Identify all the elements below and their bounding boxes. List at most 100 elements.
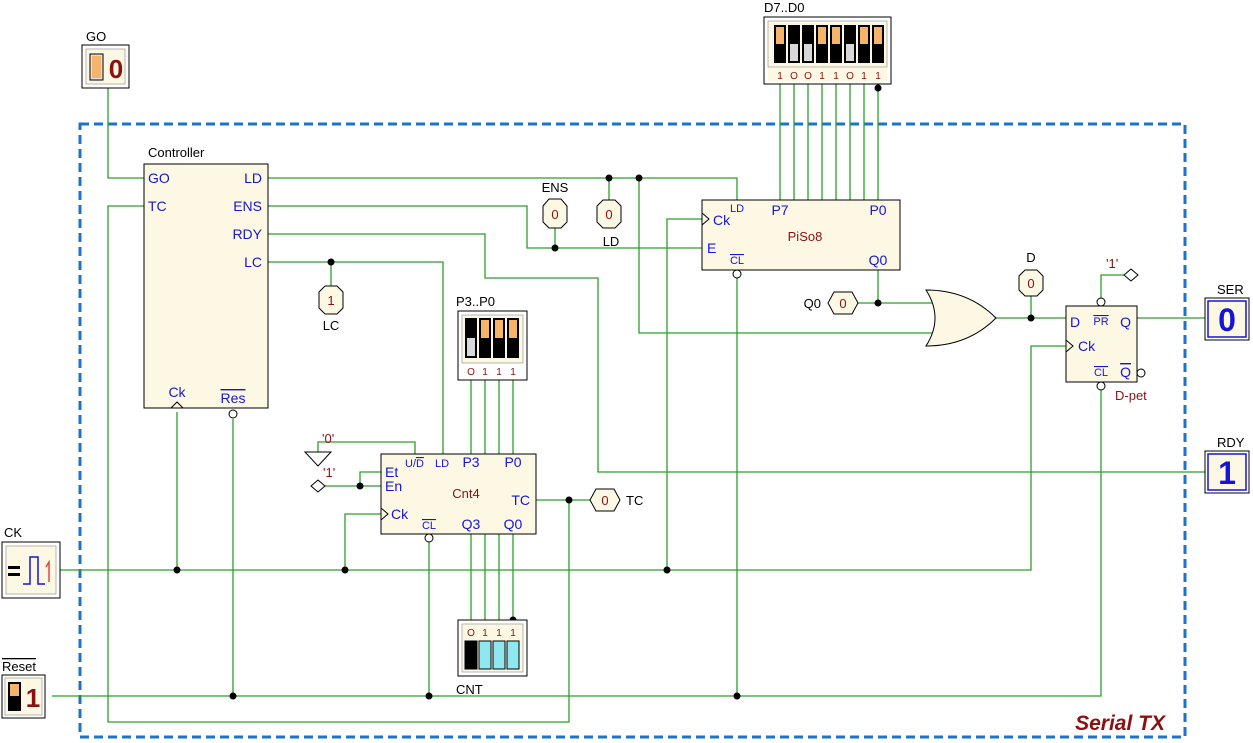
svg-text:0: 0 [1218, 302, 1236, 338]
dff-block: D PR Q Ck CL Q D-pet [1065, 297, 1147, 403]
cnt-pin-ck: Ck [391, 506, 409, 522]
cnt-pin-cl: CL [422, 520, 436, 532]
probe-ens[interactable]: ENS 0 [542, 180, 569, 229]
svg-text:CK: CK [4, 525, 22, 540]
dff-pin-pr: PR [1093, 316, 1108, 328]
svg-text:0: 0 [839, 296, 846, 311]
p3p0-key-0[interactable] [465, 318, 477, 358]
p3p0-key-1[interactable] [479, 318, 491, 358]
dff-qbar-bubble [1136, 368, 1146, 378]
piso-pin-ck: Ck [713, 212, 731, 228]
svg-text:RDY: RDY [1217, 435, 1245, 450]
cnt-pin-ld: LD [435, 458, 449, 470]
cnt-pin-q3: Q3 [462, 516, 481, 532]
cnt-led-1 [478, 640, 492, 670]
probe-d[interactable]: D 0 [1018, 250, 1044, 297]
frame-title: Serial TX [1075, 712, 1167, 735]
pin-tc: TC [148, 198, 167, 214]
cnt-pin-en: En [385, 478, 402, 494]
svg-text:P3..P0: P3..P0 [456, 294, 495, 309]
svg-text:TC: TC [626, 493, 643, 508]
p3p0-key-3[interactable] [507, 318, 519, 358]
svg-text:1: 1 [875, 71, 881, 82]
p3p0-key-2[interactable] [493, 318, 505, 358]
d7d0-key-1[interactable] [788, 25, 800, 63]
cnt-pin-q0: Q0 [504, 516, 523, 532]
svg-text:O: O [804, 71, 812, 82]
piso-pin-q0: Q0 [869, 252, 888, 268]
cnt-clear-bubble [424, 533, 434, 543]
cnt-led-3 [506, 640, 520, 670]
controller-reset-bubble [228, 409, 238, 419]
constant-one-preset: '1' [1106, 256, 1139, 282]
or-gate [925, 289, 997, 347]
svg-text:O: O [467, 367, 475, 378]
d7d0-key-3[interactable] [816, 25, 828, 63]
serial-tx-frame [78, 122, 1187, 739]
dff-pin-d: D [1070, 314, 1080, 330]
reset-input-switch[interactable]: Reset 1 [1, 659, 46, 719]
svg-text:Q0: Q0 [804, 296, 821, 311]
svg-text:Reset: Reset [2, 659, 36, 674]
piso-pin-p0: P0 [869, 202, 886, 218]
piso-name: PiSo8 [788, 229, 823, 244]
d7d0-key-2[interactable] [802, 25, 814, 63]
cnt-pin-p3: P3 [462, 454, 479, 470]
svg-text:O: O [467, 628, 475, 639]
probe-lc[interactable]: 1 LC [318, 285, 344, 333]
svg-text:1: 1 [496, 367, 502, 378]
clock-input[interactable]: CK [1, 525, 61, 599]
cnt-pin-et: Et [385, 464, 398, 480]
svg-text:1: 1 [510, 628, 516, 639]
svg-text:0: 0 [601, 493, 608, 508]
counter-display-cnt: O 1 1 1 CNT [456, 619, 528, 697]
svg-text:1: 1 [1218, 455, 1236, 491]
go-input-switch[interactable]: GO 0 [81, 29, 130, 89]
probe-tc[interactable]: 0 TC [589, 488, 643, 512]
dff-pin-qbar: Q [1120, 364, 1131, 380]
svg-text:0: 0 [109, 54, 123, 84]
svg-text:1: 1 [861, 71, 867, 82]
pin-ck: Ck [168, 384, 186, 400]
d7d0-key-5[interactable] [844, 25, 856, 63]
svg-text:1: 1 [482, 628, 488, 639]
svg-text:1: 1 [510, 367, 516, 378]
controller-clock-marker [170, 401, 184, 409]
svg-text:1: 1 [482, 367, 488, 378]
piso-clear-bubble [732, 269, 742, 279]
d7d0-key-0[interactable] [774, 25, 786, 63]
d7d0-key-4[interactable] [830, 25, 842, 63]
cnt-pin-ud: U/D [405, 458, 424, 470]
probe-ld[interactable]: 0 LD [596, 199, 622, 249]
piso-pin-e: E [707, 240, 716, 256]
d7d0-key-7[interactable] [872, 25, 884, 63]
switch-p3-p0[interactable]: P3..P0 O 1 1 1 [456, 294, 528, 381]
svg-text:1: 1 [833, 71, 839, 82]
svg-text:0: 0 [551, 207, 558, 222]
svg-text:LC: LC [323, 318, 340, 333]
piso-pin-p7: P7 [771, 202, 788, 218]
wires [52, 84, 1205, 723]
svg-text:1: 1 [819, 71, 825, 82]
dff-pr-bubble [1096, 297, 1106, 307]
d7d0-key-6[interactable] [858, 25, 870, 63]
svg-text:CNT: CNT [456, 682, 483, 697]
probe-q0[interactable]: Q0 0 [804, 291, 859, 315]
pin-ld: LD [244, 170, 262, 186]
junctions [173, 84, 1035, 700]
dff-pin-q: Q [1120, 314, 1131, 330]
svg-text:1: 1 [496, 628, 502, 639]
svg-text:0: 0 [1027, 276, 1034, 291]
dff-pin-ck: Ck [1078, 338, 1096, 354]
pin-res: Res [221, 390, 246, 406]
dff-name: D-pet [1115, 388, 1147, 403]
cnt-pin-p0: P0 [504, 454, 521, 470]
switch-d7-d0[interactable]: D7..D0 1 O O 1 1 O 1 1 [763, 0, 892, 85]
piso-pin-ld: LD [730, 203, 744, 215]
constant-one-counter: '1' [310, 465, 335, 493]
svg-text:O: O [846, 71, 854, 82]
svg-text:0: 0 [605, 207, 612, 222]
pin-go: GO [148, 170, 170, 186]
